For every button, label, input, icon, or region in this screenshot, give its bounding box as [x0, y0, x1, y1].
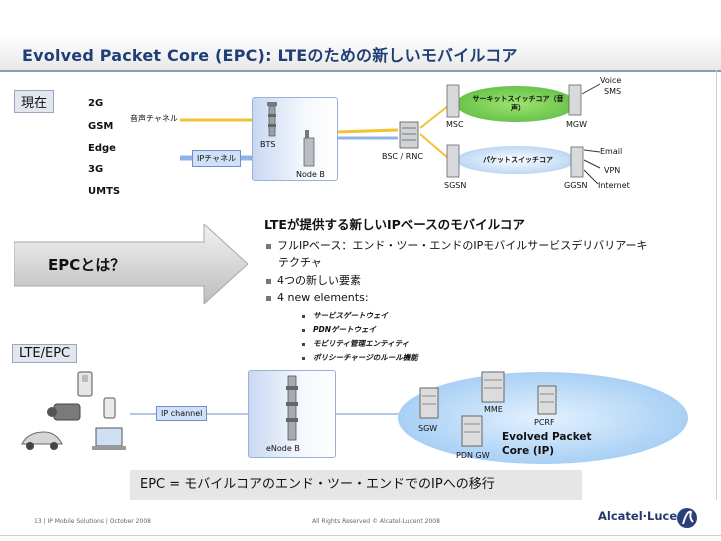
enode-b-tower-icon	[286, 375, 298, 441]
internet-service-label: Internet	[598, 181, 630, 190]
ip-channel-label: IPチャネル	[192, 150, 242, 167]
sub-bullet-sgw-text: サービスゲートウェイ	[313, 311, 388, 320]
sub-bullet-mme: モビリティ管理エンティティ	[302, 338, 409, 349]
mme-server-icon	[481, 371, 505, 403]
mgw-server-icon	[568, 84, 582, 116]
tech-umts: UMTS	[88, 186, 121, 197]
mobile-phone-icon	[103, 397, 116, 419]
tech-2g: 2G	[88, 98, 104, 109]
sub-bullet-marker	[302, 328, 305, 332]
current-label: 現在	[14, 90, 55, 113]
bts-label: BTS	[260, 140, 276, 149]
pdn-gw-server-icon	[461, 415, 483, 447]
voice-service-label: Voice	[600, 76, 622, 85]
device-icons	[21, 371, 126, 450]
sub-bullet-pcrf-text: ポリシーチャージのルール機能	[313, 353, 418, 362]
sms-service-label: SMS	[604, 87, 622, 96]
company-logo-text: Alcatel·Lucent	[598, 509, 691, 523]
bullet-marker	[266, 295, 271, 301]
epc-arrow-icon	[14, 224, 248, 304]
company-logo-icon	[677, 508, 697, 528]
sgw-server-icon	[419, 387, 439, 419]
bullet-four-elements-ja-text: 4つの新しい要素	[277, 274, 361, 287]
bullet-full-ip-cont: テクチャ	[278, 256, 322, 269]
node-b-tower-icon	[303, 130, 315, 167]
bullet-marker	[266, 243, 271, 249]
core-label-line1: Evolved Packet	[502, 431, 592, 443]
title-underline	[0, 70, 721, 72]
lte-ip-channel-label: IP channel	[156, 406, 208, 421]
sgsn-label: SGSN	[444, 181, 467, 190]
tech-edge: Edge	[88, 143, 116, 154]
link-internet	[583, 169, 599, 185]
title-bar	[0, 34, 721, 72]
lte-epc-label: LTE/EPC	[12, 344, 78, 363]
sub-bullet-marker	[302, 356, 305, 360]
evolved-packet-core-label: Evolved Packet Core (IP)	[502, 430, 592, 458]
bullet-full-ip-text: フルIPベース：エンド・ツー・エンドのIPモバイルサービスデリバリアーキ	[277, 239, 648, 252]
email-service-label: Email	[600, 147, 623, 156]
bullet-four-elements-ja: 4つの新しい要素	[266, 272, 361, 288]
core-label-line2: Core (IP)	[502, 445, 555, 457]
mgw-label: MGW	[566, 120, 588, 129]
sub-bullet-pcrf: ポリシーチャージのルール機能	[302, 352, 418, 363]
car-icon	[21, 431, 63, 445]
sgsn-server-icon	[446, 144, 460, 178]
sub-bullet-marker	[302, 314, 305, 318]
voice-line-msc	[419, 105, 449, 129]
voice-channel-label: 音声チャネル	[130, 114, 178, 123]
link-email	[583, 149, 601, 153]
mme-label: MME	[484, 405, 503, 414]
msc-server-icon	[446, 84, 460, 118]
link-vpn	[583, 159, 601, 169]
logo-swirl-icon	[682, 510, 694, 525]
pcrf-server-icon	[537, 385, 557, 415]
bts-tower-icon	[267, 102, 277, 137]
tech-gsm: GSM	[88, 121, 114, 132]
epc-question: EPCとは？	[48, 256, 126, 274]
bottom-border	[0, 535, 721, 536]
enode-b-label: eNode B	[266, 444, 300, 453]
description-title: LTEが提供する新しいIPベースのモバイルコア	[264, 217, 525, 232]
bts-nodeb-panel	[252, 97, 338, 181]
tech-3g: 3G	[88, 164, 104, 175]
ggsn-label: GGSN	[564, 181, 588, 190]
sub-bullet-pdn-text: PDNゲートウェイ	[313, 325, 376, 334]
sub-bullet-sgw: サービスゲートウェイ	[302, 310, 388, 321]
slide-title: Evolved Packet Core (EPC): LTEのための新しいモバイ…	[22, 46, 518, 65]
summary-banner: EPC = モバイルコアのエンド・ツー・エンドでのIPへの移行	[130, 470, 582, 500]
vpn-service-label: VPN	[604, 166, 621, 175]
ggsn-server-icon	[570, 146, 584, 178]
voice-line-bsc	[335, 128, 399, 134]
packet-line-sgsn	[419, 133, 449, 159]
pcrf-label: PCRF	[534, 418, 555, 427]
pdn-gw-label: PDN GW	[456, 451, 490, 460]
sgw-label: SGW	[418, 424, 438, 433]
packet-core-cloud	[456, 146, 576, 174]
bullet-marker	[266, 278, 271, 284]
footer-left: 13 | IP Mobile Solutions | October 2008	[34, 518, 151, 525]
circuit-core-cloud	[456, 86, 576, 122]
music-player-icon	[77, 371, 93, 397]
msc-label: MSC	[446, 120, 464, 129]
link-voice	[581, 83, 601, 95]
bullet-full-ip: フルIPベース：エンド・ツー・エンドのIPモバイルサービスデリバリアーキ	[266, 237, 648, 253]
bullet-four-elements-en: 4 new elements:	[266, 291, 369, 304]
bsc-rnc-label: BSC / RNC	[382, 152, 423, 161]
bullet-four-elements-en-text: 4 new elements:	[277, 291, 369, 304]
sub-bullet-pdn: PDNゲートウェイ	[302, 324, 376, 335]
packet-core-label: パケットスイッチコア	[483, 156, 553, 164]
sub-bullet-mme-text: モビリティ管理エンティティ	[313, 339, 410, 348]
bsc-rnc-server-icon	[399, 121, 419, 149]
node-b-label: Node B	[296, 170, 325, 179]
footer-copyright: All Rights Reserved © Alcatel-Lucent 200…	[312, 518, 440, 525]
right-border	[716, 70, 717, 500]
sub-bullet-marker	[302, 342, 305, 346]
circuit-core-label: サーキットスイッチコア（音声）	[472, 95, 564, 112]
